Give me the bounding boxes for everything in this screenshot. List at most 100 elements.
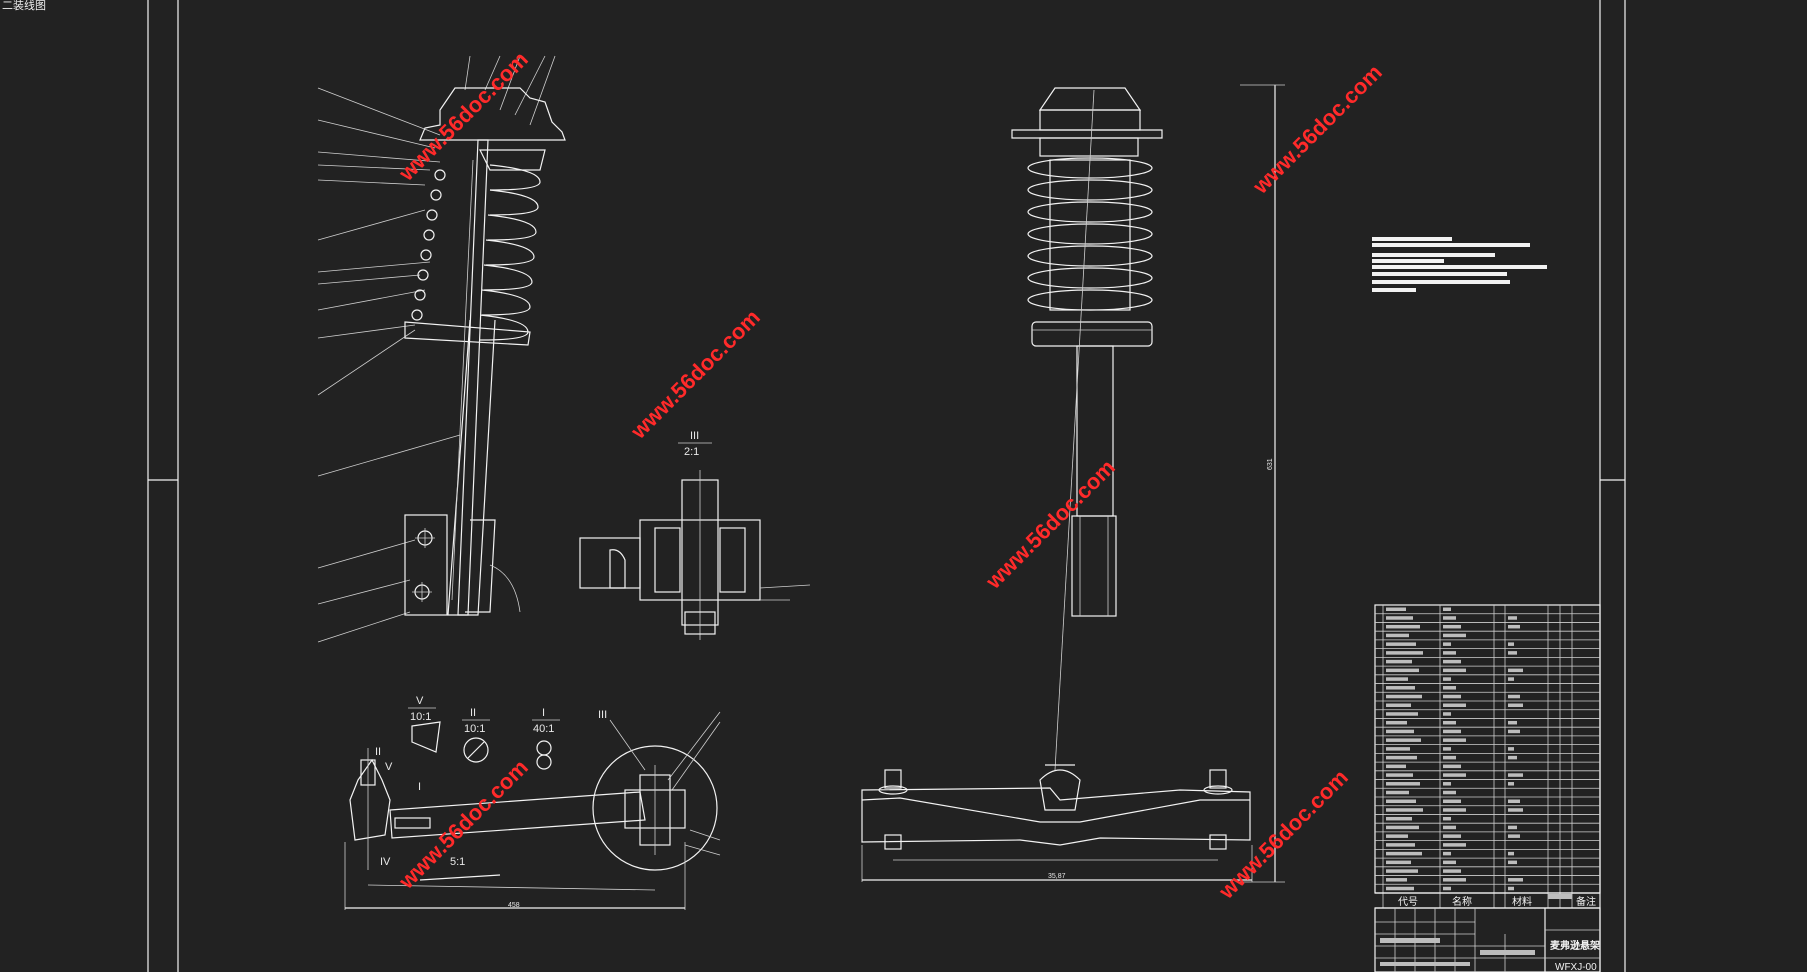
parts-cell-placeholder	[1443, 738, 1466, 742]
parts-cell-placeholder	[1508, 773, 1523, 777]
parts-cell-placeholder	[1386, 851, 1422, 856]
parts-cell-placeholder	[1386, 878, 1407, 882]
header-material: 材料	[1512, 895, 1532, 908]
parts-cell-placeholder	[1386, 843, 1415, 847]
parts-cell-placeholder	[1508, 886, 1514, 891]
detail-III-scale: 2:1	[684, 446, 699, 458]
parts-cell-placeholder	[1443, 607, 1451, 611]
strut-section-view	[317, 55, 566, 643]
parts-cell-placeholder	[1508, 642, 1514, 646]
parts-cell-placeholder	[1443, 860, 1456, 865]
detail-V-scale: 10:1	[410, 711, 431, 723]
detail-I-label: I	[542, 707, 545, 719]
parts-list: 代号 名称 材料 备注	[1374, 604, 1601, 909]
watermark: www.56doc.com	[393, 47, 533, 187]
parts-cell-placeholder	[1386, 607, 1406, 611]
parts-cell-placeholder	[1443, 720, 1456, 725]
detail-V-label: V	[416, 695, 424, 707]
arm-width-dim: 458	[508, 902, 520, 909]
parts-cell-placeholder	[1443, 816, 1451, 821]
parts-cell-placeholder	[1508, 808, 1523, 812]
parts-cell-placeholder	[1508, 677, 1514, 681]
parts-cell-placeholder	[1508, 624, 1520, 629]
parts-cell-placeholder	[1386, 773, 1413, 777]
parts-cell-placeholder	[1508, 782, 1514, 786]
title-block: 麦弗逊悬架 WFXJ-00	[1374, 907, 1601, 972]
parts-cell-placeholder	[1386, 825, 1419, 830]
parts-cell-placeholder	[1508, 720, 1517, 725]
parts-cell-placeholder	[1443, 712, 1451, 716]
parts-cell-placeholder	[1508, 694, 1520, 699]
parts-cell-placeholder	[1386, 712, 1418, 716]
watermark: www.56doc.com	[393, 755, 533, 895]
parts-cell-placeholder	[1386, 729, 1414, 734]
parts-cell-placeholder	[1386, 808, 1423, 812]
label-IV: IV	[380, 856, 391, 868]
parts-cell-placeholder	[1386, 782, 1420, 786]
parts-cell-placeholder	[1508, 851, 1514, 856]
parts-cell-placeholder	[1443, 624, 1461, 629]
parts-cell-placeholder	[1386, 651, 1423, 655]
parts-cell-placeholder	[1386, 860, 1411, 865]
label-II: II	[375, 746, 381, 758]
parts-cell-placeholder	[1443, 659, 1461, 664]
parts-cell-placeholder	[1443, 790, 1456, 795]
drawing-number: WFXJ-00	[1555, 962, 1597, 972]
parts-cell-placeholder	[1508, 703, 1523, 707]
parts-cell-placeholder	[1386, 694, 1422, 699]
parts-cell-placeholder	[1508, 825, 1517, 830]
parts-cell-placeholder	[1386, 720, 1407, 725]
parts-cell-placeholder	[1443, 825, 1456, 830]
lower-arm-view: V 10:1 II 10:1 I 40:1 458 II V I I	[344, 695, 721, 910]
watermark: www.56doc.com	[980, 455, 1120, 595]
parts-cell-placeholder	[1508, 755, 1517, 760]
parts-cell-placeholder	[1443, 773, 1466, 777]
parts-cell-placeholder	[1386, 755, 1417, 760]
detail-II-label: II	[470, 707, 476, 719]
parts-cell-placeholder	[1443, 808, 1466, 812]
parts-cell-placeholder	[1443, 729, 1461, 734]
parts-cell-placeholder	[1443, 668, 1466, 673]
parts-cell-placeholder	[1508, 860, 1517, 865]
parts-cell-placeholder	[1508, 668, 1523, 673]
parts-cell-placeholder	[1508, 799, 1520, 803]
parts-cell-placeholder	[1386, 659, 1412, 664]
parts-cell-placeholder	[1508, 834, 1520, 838]
parts-cell-placeholder	[1386, 747, 1410, 751]
parts-cell-placeholder	[1386, 642, 1416, 646]
detail-II-scale: 10:1	[464, 723, 485, 735]
parts-cell-placeholder	[1443, 843, 1466, 847]
parts-cell-placeholder	[1508, 878, 1523, 882]
detail-III-bushing: III 2:1	[579, 430, 811, 640]
assembly-name: 麦弗逊悬架	[1550, 939, 1600, 952]
header-name: 名称	[1452, 895, 1472, 908]
parts-cell-placeholder	[1443, 686, 1456, 690]
watermark: www.56doc.com	[1247, 60, 1387, 200]
label-I: I	[418, 781, 421, 793]
parts-cell-placeholder	[1386, 834, 1408, 838]
parts-cell-placeholder	[1386, 869, 1418, 873]
parts-cell-placeholder	[1386, 886, 1414, 891]
detail-IV-scale: 5:1	[450, 856, 465, 868]
parts-cell-placeholder	[1443, 703, 1466, 707]
base-width-dim: 35,87	[1048, 873, 1066, 880]
parts-cell-placeholder	[1386, 790, 1409, 795]
parts-cell-placeholder	[1443, 747, 1451, 751]
parts-cell-placeholder	[1443, 755, 1456, 760]
parts-cell-placeholder	[1386, 677, 1408, 681]
parts-cell-placeholder	[1443, 799, 1461, 803]
technical-notes	[1372, 237, 1547, 292]
parts-cell-placeholder	[1443, 834, 1461, 838]
parts-cell-placeholder	[1386, 616, 1413, 620]
parts-cell-placeholder	[1508, 616, 1517, 620]
parts-cell-placeholder	[1443, 633, 1466, 638]
watermarks: www.56doc.com www.56doc.com www.56doc.co…	[393, 47, 1387, 905]
detail-III-label: III	[690, 430, 699, 442]
parts-cell-placeholder	[1386, 703, 1411, 707]
header-code: 代号	[1398, 896, 1418, 908]
parts-cell-placeholder	[1508, 729, 1520, 734]
parts-cell-placeholder	[1386, 799, 1416, 803]
parts-cell-placeholder	[1508, 651, 1517, 655]
parts-cell-placeholder	[1443, 616, 1456, 620]
